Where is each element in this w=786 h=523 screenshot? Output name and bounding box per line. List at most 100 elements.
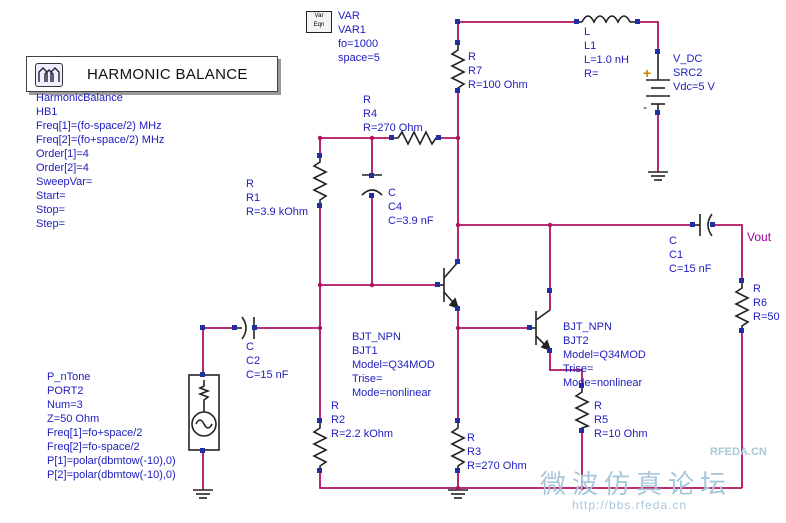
- r5-line: R5: [594, 414, 609, 426]
- var-line: space=5: [338, 52, 380, 64]
- l1-line: L=1.0 nH: [584, 54, 629, 66]
- var-icon-top: Var: [314, 13, 324, 19]
- r4-line: R4: [363, 108, 378, 120]
- vdc-line: Vdc=5 V: [673, 81, 715, 93]
- ground-symbol-port2: [193, 489, 213, 499]
- port2-line: Freq[2]=fo-space/2: [47, 441, 140, 453]
- c1-line: C1: [669, 249, 684, 261]
- resistor-r5-label: R R5 R=10 Ohm: [594, 399, 648, 441]
- harmonic-balance-title: HARMONIC BALANCE: [87, 66, 248, 83]
- r7-line: R7: [468, 65, 483, 77]
- resistor-r5-symbol[interactable]: [574, 385, 591, 430]
- port-source-port2-label: P_nTone PORT2 Num=3 Z=50 Ohm Freq[1]=fo+…: [47, 370, 176, 482]
- r1-line: R: [246, 178, 254, 190]
- capacitor-c4-label: C C4 C=3.9 nF: [388, 186, 434, 228]
- r4-line: R: [363, 94, 371, 106]
- ground-symbol-r3: [448, 489, 468, 499]
- capacitor-c2-label: C C2 C=15 nF: [246, 340, 289, 382]
- resistor-r7-symbol[interactable]: [450, 42, 466, 90]
- r2-line: R=2.2 kOhm: [331, 428, 394, 440]
- junction-dots: [317, 135, 585, 491]
- watermark-brand: RFEDA.CN: [710, 446, 767, 458]
- port2-line: Z=50 Ohm: [47, 413, 100, 425]
- transistor-bjt2-symbol[interactable]: [530, 309, 552, 352]
- hb-param-line: SweepVar=: [36, 176, 93, 188]
- harmonic-balance-controller[interactable]: HARMONIC BALANCE: [26, 56, 278, 92]
- var-icon-bottom: Eqn: [313, 22, 325, 28]
- c2-line: C=15 nF: [246, 369, 289, 381]
- r7-line: R: [468, 51, 476, 63]
- port2-line: P_nTone: [47, 371, 91, 383]
- hb-param-line: Order[2]=4: [36, 162, 89, 174]
- r1-line: R1: [246, 192, 261, 204]
- r3-line: R3: [467, 446, 482, 458]
- vdc-line: SRC2: [673, 67, 703, 79]
- bjt2-line: Model=Q34MOD: [563, 349, 646, 361]
- bjt1-line: BJT1: [352, 345, 378, 357]
- r2-line: R2: [331, 414, 346, 426]
- resistor-r3-symbol[interactable]: [450, 420, 466, 470]
- resistor-r4-label: R R4 R=270 Ohm: [363, 93, 423, 135]
- var-line: VAR: [338, 10, 360, 22]
- vdc-line: V_DC: [673, 53, 703, 65]
- r3-line: R: [467, 432, 475, 444]
- r6-line: R=50: [753, 311, 780, 323]
- resistor-r1-label: R R1 R=3.9 kOhm: [246, 177, 308, 219]
- vout-node-label: Vout: [747, 230, 772, 244]
- port2-line: PORT2: [47, 385, 84, 397]
- c1-line: C=15 nF: [669, 263, 712, 275]
- r4-line: R=270 Ohm: [363, 122, 423, 134]
- watermark-chinese: 微波仿真论坛: [540, 470, 733, 500]
- resistor-r4-symbol[interactable]: [392, 130, 438, 146]
- c4-line: C4: [388, 201, 403, 213]
- port2-line: P[2]=polar(dbmtow(-10),0): [47, 469, 176, 481]
- r6-line: R: [753, 283, 761, 295]
- inductor-l1-symbol[interactable]: [577, 15, 637, 24]
- port2-line: Num=3: [47, 399, 83, 411]
- resistor-r6-symbol[interactable]: [734, 280, 750, 330]
- source-minus-sign: -: [643, 100, 647, 114]
- r3-line: R=270 Ohm: [467, 460, 527, 472]
- bjt1-line: Trise=: [352, 373, 383, 385]
- transistor-bjt1-symbol[interactable]: [438, 261, 460, 310]
- bjt1-line: Model=Q34MOD: [352, 359, 435, 371]
- l1-line: L1: [584, 40, 597, 52]
- bjt1-line: BJT_NPN: [352, 331, 401, 343]
- hb-param-line: Freq[2]=(fo+space/2) MHz: [36, 134, 165, 146]
- resistor-r3-label: R R3 R=270 Ohm: [467, 431, 527, 473]
- ground-symbol-src2: [648, 171, 668, 181]
- resistor-r2-symbol[interactable]: [312, 420, 328, 470]
- hb-param-line: Order[1]=4: [36, 148, 89, 160]
- r5-line: R=10 Ohm: [594, 428, 648, 440]
- hb-param-line: HarmonicBalance: [36, 92, 123, 104]
- c4-line: C: [388, 187, 396, 199]
- r6-line: R6: [753, 297, 768, 309]
- resistor-r1-symbol[interactable]: [312, 155, 328, 205]
- c2-line: C2: [246, 355, 261, 367]
- hb-param-line: Start=: [36, 190, 66, 202]
- harmonic-balance-params: HarmonicBalance HB1 Freq[1]=(fo-space/2)…: [36, 91, 164, 231]
- c4-line: C=3.9 nF: [388, 215, 434, 227]
- port2-line: Freq[1]=fo+space/2: [47, 427, 143, 439]
- l1-line: R=: [584, 68, 599, 80]
- source-plus-sign: +: [643, 65, 652, 81]
- bjt2-line: BJT2: [563, 335, 589, 347]
- resistor-r2-label: R R2 R=2.2 kOhm: [331, 399, 393, 441]
- dc-source-src2-symbol[interactable]: [646, 52, 670, 112]
- l1-line: L: [584, 26, 591, 38]
- harmonic-balance-icon: [35, 63, 63, 87]
- capacitor-c2-symbol[interactable]: [235, 316, 255, 340]
- var-line: fo=1000: [338, 38, 379, 50]
- var-line: VAR1: [338, 24, 366, 36]
- wires: [202, 21, 743, 490]
- r7-line: R=100 Ohm: [468, 79, 528, 91]
- port-source-port2-symbol[interactable]: [188, 374, 220, 451]
- bjt2-line: Mode=nonlinear: [563, 377, 643, 389]
- bjt2-line: BJT_NPN: [563, 321, 612, 333]
- var-eqn-icon[interactable]: Var Eqn: [306, 11, 332, 33]
- hb-param-line: Freq[1]=(fo-space/2) MHz: [36, 120, 162, 132]
- var-block-label: VAR VAR1 fo=1000 space=5: [338, 9, 380, 65]
- resistor-r7-label: R R7 R=100 Ohm: [468, 50, 528, 92]
- capacitor-c1-symbol[interactable]: [693, 213, 713, 237]
